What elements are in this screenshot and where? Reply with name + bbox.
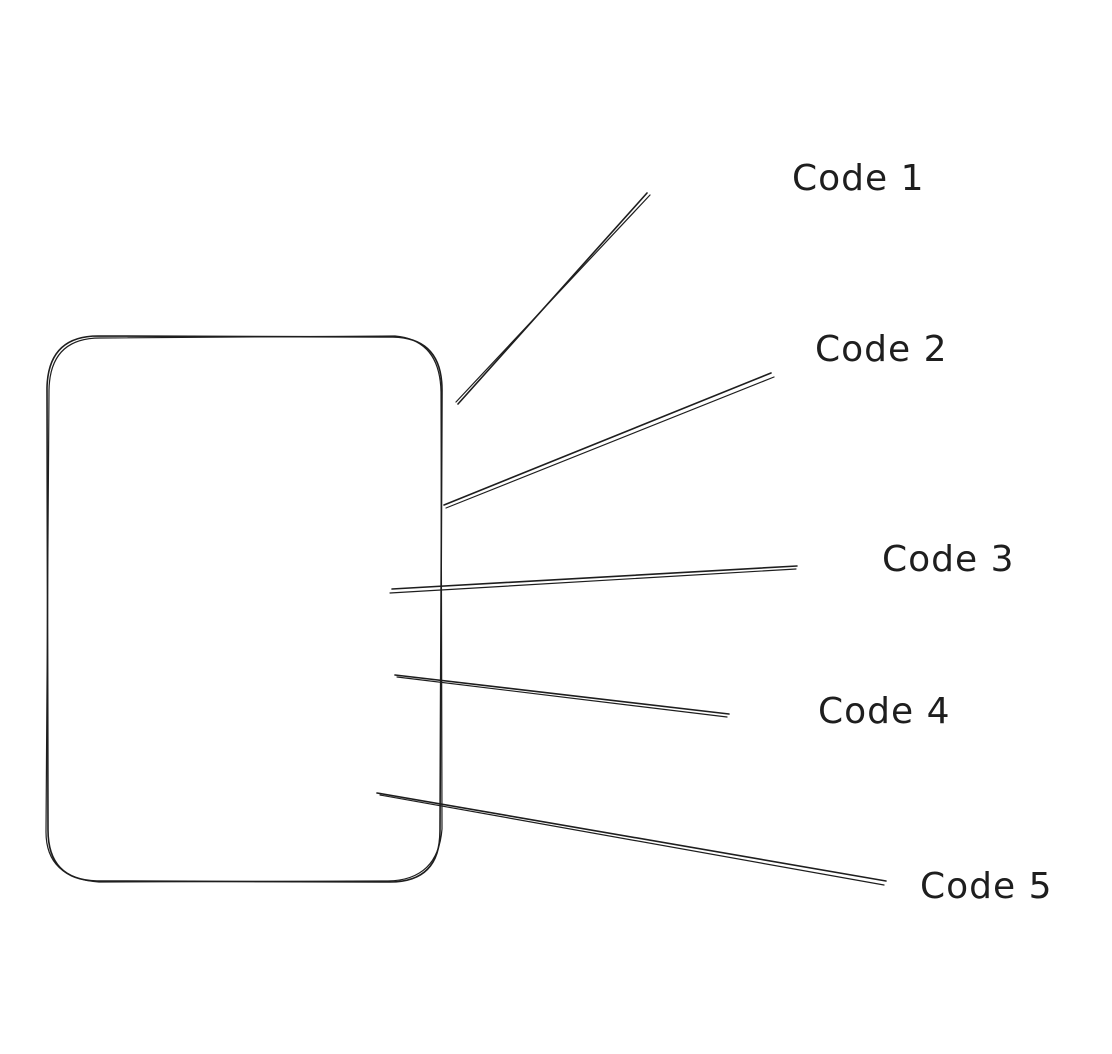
label-code-3: Code 3 — [882, 539, 1015, 580]
container-box — [45, 335, 443, 883]
connector-line-4 — [394, 674, 730, 718]
label-code-1: Code 1 — [792, 158, 925, 199]
connector-line-3 — [389, 565, 798, 594]
label-code-5: Code 5 — [920, 866, 1053, 907]
connector-line-1 — [455, 192, 651, 405]
connector-line-5 — [376, 792, 887, 886]
connector-line-2 — [443, 372, 775, 509]
label-code-2: Code 2 — [815, 329, 948, 370]
label-code-4: Code 4 — [818, 691, 951, 732]
